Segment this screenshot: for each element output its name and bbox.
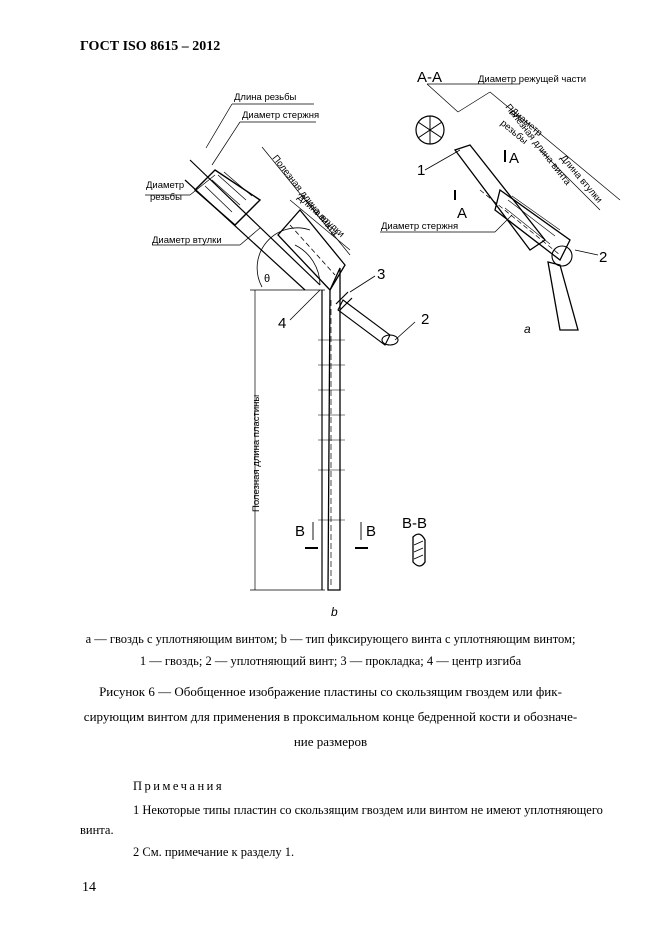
page-number: 14	[82, 880, 96, 895]
figure-title-line1: Рисунок 6 — Обобщенное изображение пласт…	[99, 684, 562, 699]
label-sub-a: a	[524, 322, 531, 336]
section-b-arrows	[312, 522, 362, 540]
leader-2	[394, 321, 416, 341]
label-num-2a: 2	[599, 249, 607, 266]
label-sleeve-diameter: Диаметр втулки	[152, 235, 222, 246]
section-bb-shape	[412, 533, 426, 567]
nail-plate	[547, 261, 579, 331]
label-sub-b: b	[331, 605, 338, 619]
section-aa-cross	[417, 116, 443, 144]
sleeve-length-dimension	[289, 199, 351, 251]
cutting-diameter-leader	[426, 83, 520, 113]
thread-diameter-leader	[145, 174, 216, 196]
label-shaft-diameter: Диаметр стержня	[242, 110, 319, 121]
useful-screw-length-a	[489, 91, 621, 201]
nail-screw-head	[551, 245, 573, 267]
figure-title-line3: ние размеров	[293, 734, 368, 749]
shaft-diameter-a-leader	[380, 214, 513, 233]
leader-1	[424, 149, 461, 171]
note-2: 2 См. примечание к разделу 1.	[133, 845, 295, 859]
section-bb-hatch	[413, 540, 424, 560]
note-1-line1: 1 Некоторые типы пластин со скользящим г…	[133, 803, 603, 817]
leader-2a	[574, 249, 599, 256]
bend-center-arc	[294, 244, 321, 286]
leader-3	[349, 275, 376, 293]
label-thread-diameter-2: резьбы	[150, 192, 182, 203]
figure-caption-line2: 1 — гвоздь; 2 — уплотняющий винт; 3 — пр…	[139, 654, 522, 668]
nail-centerline	[479, 189, 561, 256]
sleeve-length-a	[539, 149, 601, 211]
leader-4	[289, 289, 321, 321]
section-a-marks	[454, 150, 506, 200]
sleeve-diameter-leader	[152, 227, 261, 246]
figure-caption-line1: a — гвоздь с уплотняющим винтом; b — тип…	[85, 632, 576, 646]
barrel-centerline	[289, 224, 336, 276]
thread-length-leader	[205, 103, 314, 149]
label-section-bb: B-B	[402, 515, 427, 532]
label-thread-length: Длина резьбы	[234, 92, 297, 103]
label-section-b: B	[295, 523, 305, 540]
label-sleeve-length: Длина втулки	[295, 192, 346, 240]
plate-holes	[318, 339, 345, 521]
label-num-4: 4	[278, 315, 286, 332]
document-header: ГОСТ ISO 8615 – 2012	[80, 39, 221, 54]
spacer-3	[335, 291, 353, 311]
nail-barrel	[494, 188, 571, 261]
plate-length-dimension	[250, 289, 325, 591]
screw-edge-upper	[189, 159, 321, 286]
label-shaft-diameter-a: Диаметр стержня	[381, 221, 458, 232]
theta-arc	[256, 227, 311, 288]
screw-length-dimension	[261, 146, 351, 256]
compression-screw	[337, 299, 391, 346]
label-cutting-diameter: Диаметр режущей части	[478, 74, 586, 85]
technical-figure: Длина резьбы Диаметр стержня Диаметр рез…	[145, 69, 621, 619]
label-section-aa: A-A	[417, 69, 442, 86]
plate-outline	[327, 267, 341, 591]
note-1-line2: винта.	[80, 823, 114, 837]
label-theta: θ	[264, 273, 270, 285]
nail-hatch	[504, 195, 561, 245]
label-section-b2: B	[366, 523, 376, 540]
screw-head	[381, 334, 399, 346]
notes-heading: Примечания	[133, 779, 225, 793]
label-thread-diameter-1: Диаметр	[146, 180, 184, 191]
label-num-1: 1	[417, 162, 425, 179]
label-section-a: A	[509, 150, 519, 167]
thread-hatch	[204, 171, 253, 213]
label-section-a2: A	[457, 205, 467, 222]
nail-body	[453, 144, 546, 251]
label-num-3: 3	[377, 266, 385, 283]
label-num-2: 2	[421, 311, 429, 328]
label-useful-plate-length: Полезная длина пластины	[251, 395, 262, 512]
shaft-diameter-leader	[211, 121, 316, 166]
cutting-diameter-dim	[457, 91, 491, 113]
figure-title-line2: сирующим винтом для применения в проксим…	[83, 709, 578, 724]
